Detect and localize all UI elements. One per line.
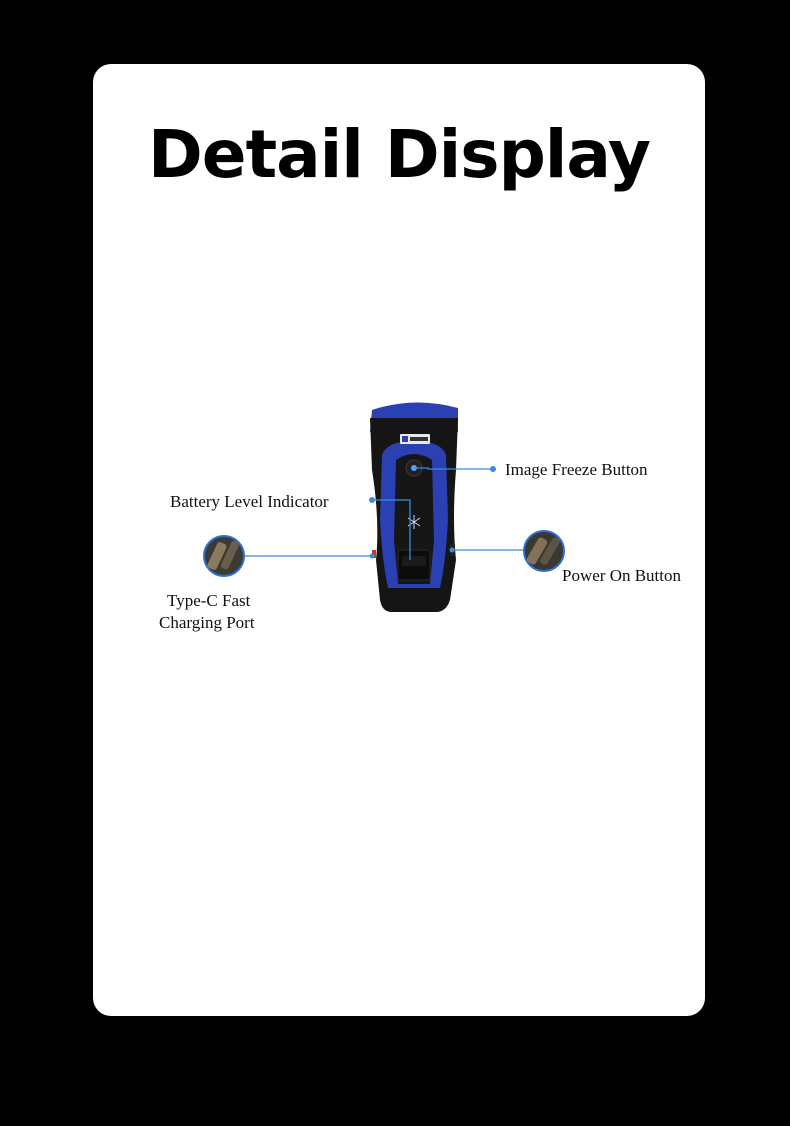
charging-port-zoom (203, 535, 245, 577)
image-freeze-label: Image Freeze Button (505, 460, 648, 479)
battery-level-label: Battery Level Indicator (170, 492, 329, 511)
detail-card: Detail Display (93, 64, 705, 1016)
power-button-zoom (523, 530, 565, 572)
page-title: Detail Display (148, 116, 651, 193)
ultrasound-probe-device (370, 402, 458, 612)
power-on-label: Power On Button (562, 566, 681, 585)
type-c-label-line1: Type-C Fast (167, 591, 251, 610)
type-c-label-line2: Charging Port (159, 613, 255, 632)
